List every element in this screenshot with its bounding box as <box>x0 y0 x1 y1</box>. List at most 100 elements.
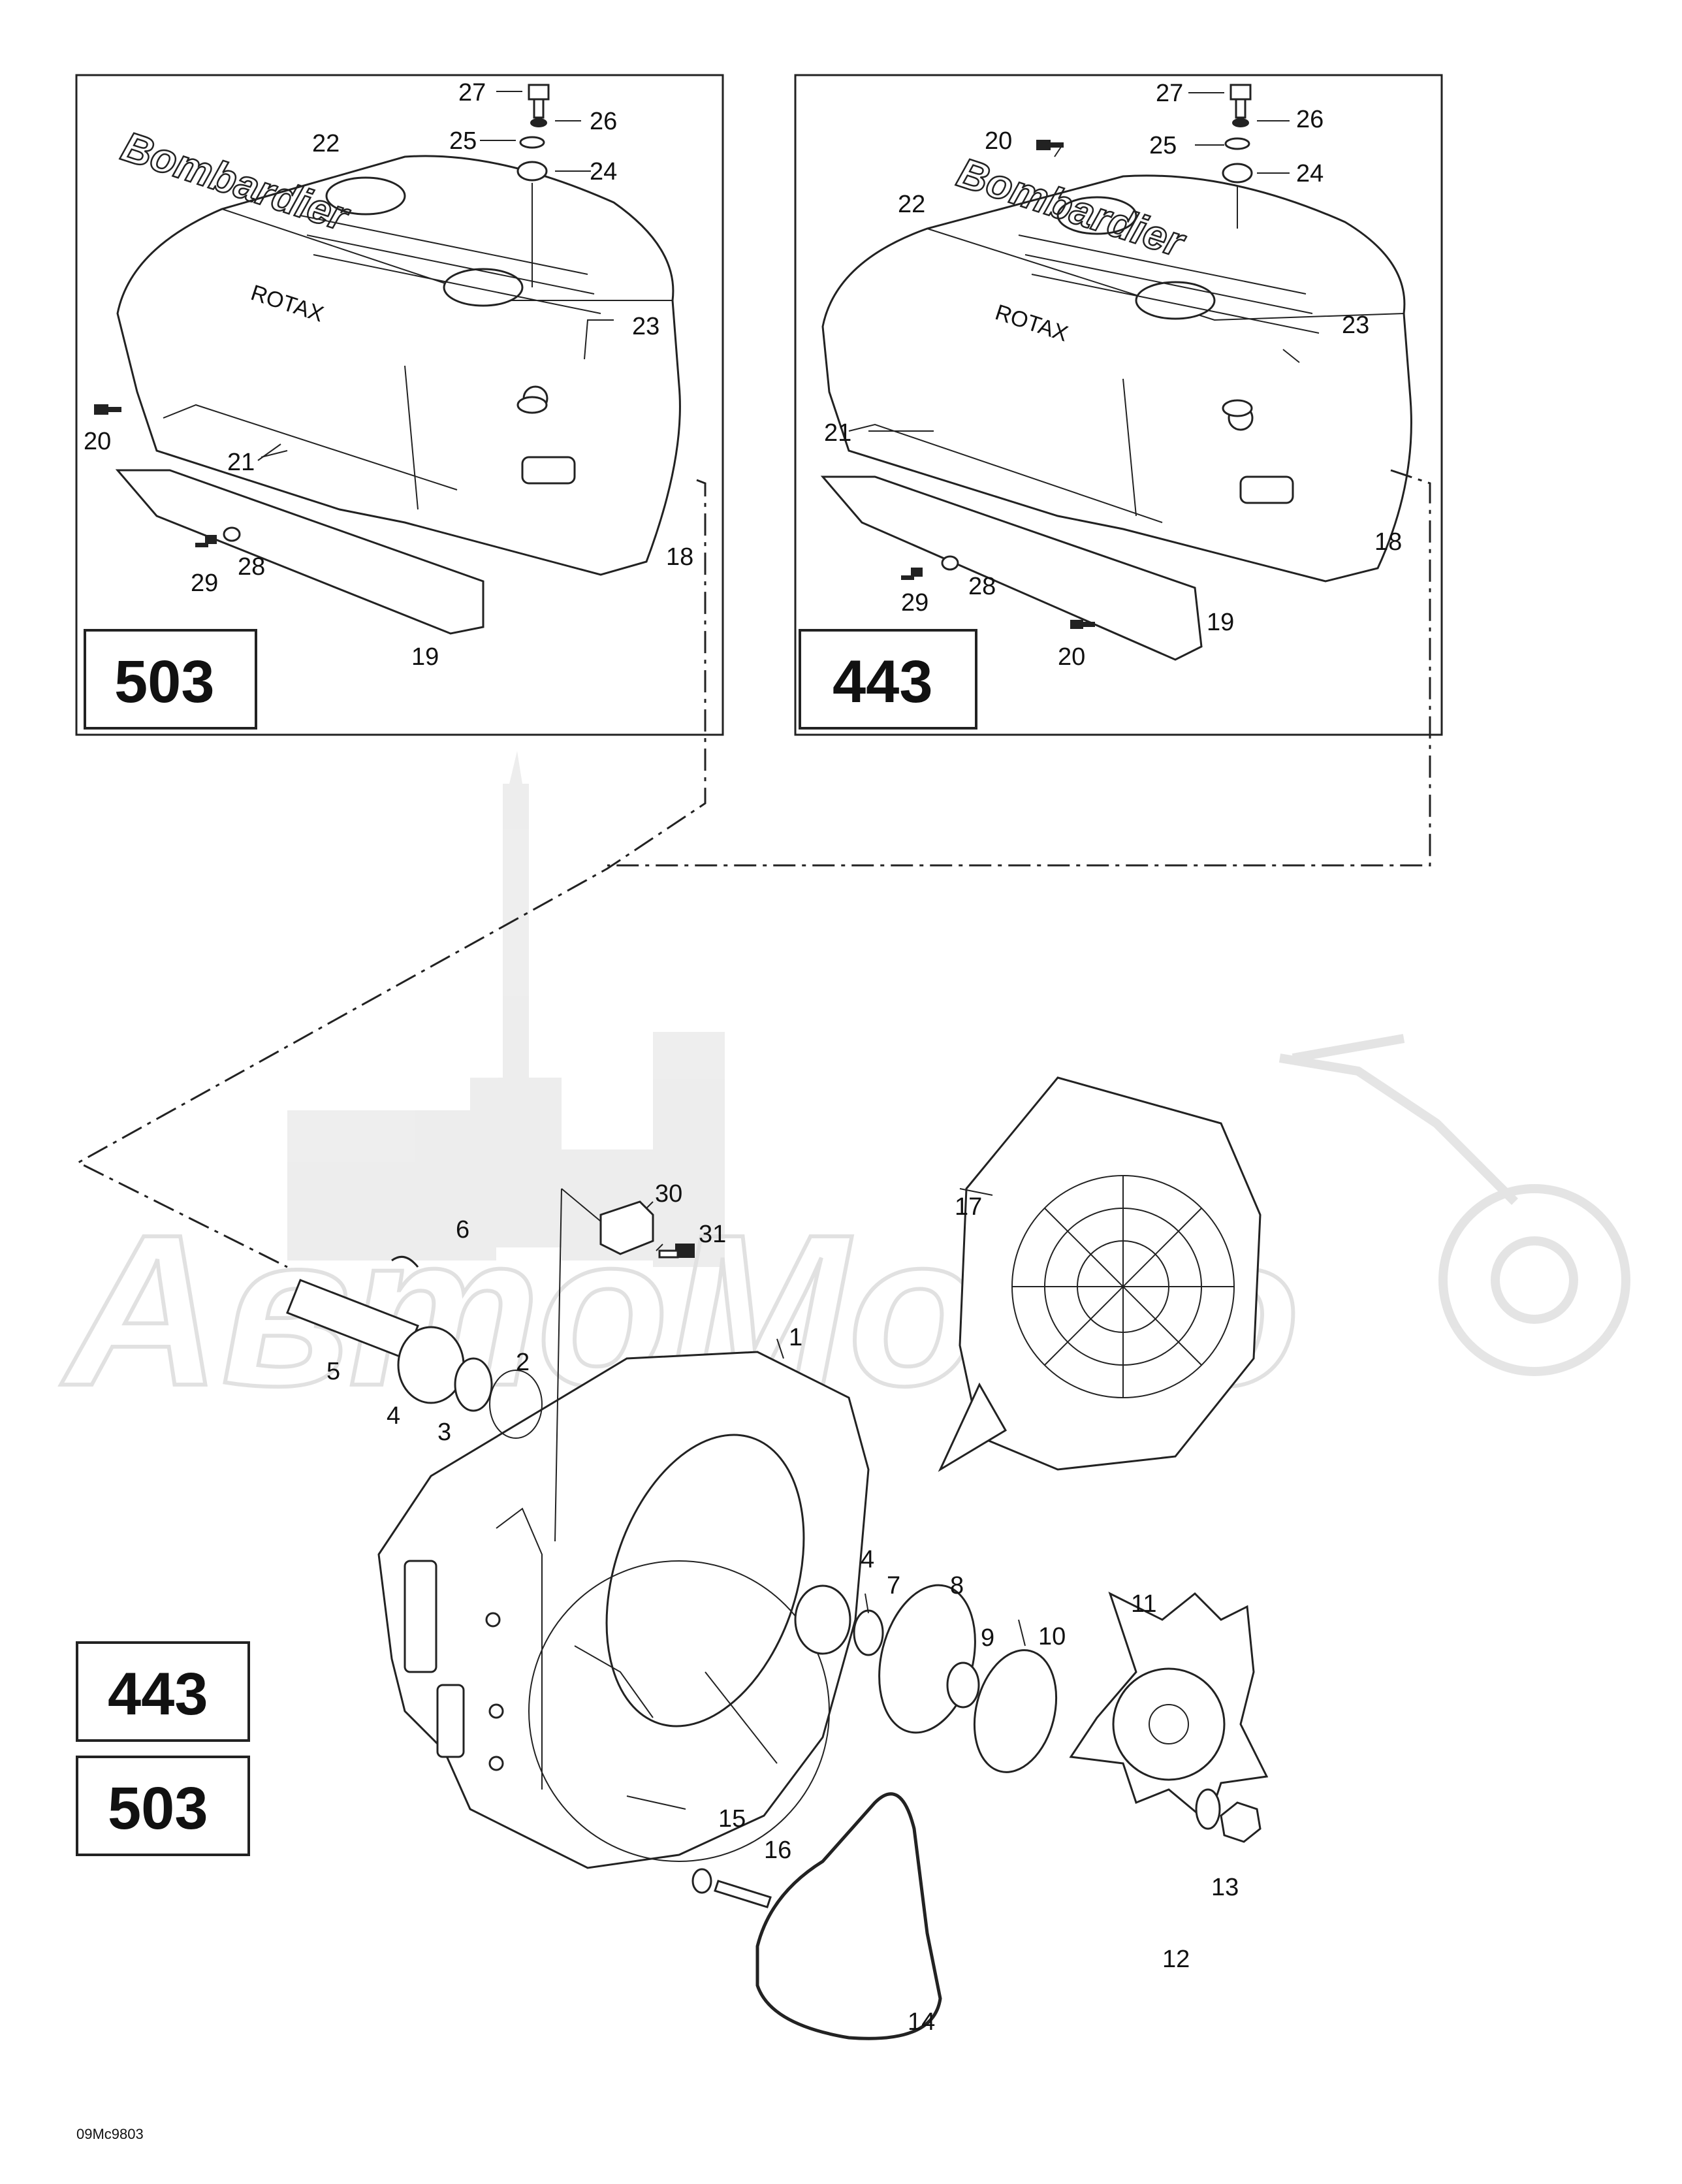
nut-13 <box>1220 1801 1262 1843</box>
callout-19: 19 <box>1207 609 1234 636</box>
watermark: АвтоМото <box>57 751 1630 1432</box>
model-label-503-bottom: 503 <box>108 1775 208 1842</box>
grommet-23 <box>516 396 548 414</box>
callout-23: 23 <box>632 313 659 340</box>
washer-25 <box>1224 137 1250 150</box>
screw-20-bottom <box>1070 620 1095 629</box>
drawing-code: 09Mc9803 <box>76 2126 144 2142</box>
bolt-16 <box>714 1880 772 1908</box>
callout-24: 24 <box>590 158 617 185</box>
callout-9: 9 <box>981 1624 994 1652</box>
callout-18: 18 <box>1374 528 1402 556</box>
screw-29 <box>901 568 923 580</box>
washer-26 <box>1232 118 1249 127</box>
callout-5: 5 <box>326 1358 340 1385</box>
callout-23: 23 <box>1342 312 1369 339</box>
bearing-4 <box>397 1326 465 1404</box>
engine-cowl-drawing <box>820 174 1412 661</box>
ring-3 <box>454 1357 493 1412</box>
callout-8: 8 <box>950 1572 964 1599</box>
fan-assembly-drawing <box>377 1351 870 1869</box>
callout-18: 18 <box>666 543 693 571</box>
fan-cover-17 <box>938 1076 1262 1472</box>
model-label-443-top: 443 <box>833 649 933 715</box>
callout-3: 3 <box>437 1419 451 1446</box>
callout-27: 27 <box>1156 80 1183 107</box>
washer-28 <box>941 555 959 571</box>
callout-20: 20 <box>985 127 1012 155</box>
model-box-443-top <box>799 629 977 730</box>
callout-22: 22 <box>898 191 925 218</box>
spacer-7 <box>853 1609 884 1656</box>
grommet-24 <box>516 161 548 182</box>
callout-20: 20 <box>84 428 111 455</box>
callout-29: 29 <box>901 589 928 617</box>
callout-31: 31 <box>699 1221 726 1248</box>
callout-27: 27 <box>458 79 486 106</box>
callout-20b: 20 <box>1058 643 1085 671</box>
model-box-503-bottom <box>76 1756 250 1856</box>
washer-28 <box>223 526 241 542</box>
callouts-top-left: 27 26 25 24 22 23 20 21 29 28 18 19 <box>84 79 693 671</box>
callout-26: 26 <box>590 108 617 135</box>
model-label-443-bottom: 443 <box>108 1661 208 1727</box>
bracket-30 <box>599 1200 654 1255</box>
callout-16: 16 <box>764 1837 791 1864</box>
callout-4: 4 <box>387 1402 400 1430</box>
callouts-bottom: 30 31 6 17 1 2 5 4 3 4 7 8 9 10 11 15 16… <box>326 1180 1239 2036</box>
callout-10: 10 <box>1038 1623 1066 1650</box>
callout-4b: 4 <box>861 1546 874 1573</box>
callout-24: 24 <box>1296 160 1324 187</box>
screw-20 <box>94 404 121 415</box>
washer-15 <box>691 1868 712 1894</box>
callout-30: 30 <box>655 1180 682 1208</box>
screw-29 <box>195 535 217 547</box>
model-box-503-top <box>84 629 257 730</box>
callout-19: 19 <box>411 643 439 671</box>
callout-26: 26 <box>1296 106 1324 133</box>
callout-15: 15 <box>718 1805 746 1833</box>
drive-belt-14 <box>755 1792 942 2040</box>
bearing-4-right <box>794 1584 851 1655</box>
callout-6: 6 <box>456 1216 469 1244</box>
callout-29: 29 <box>191 570 218 597</box>
callout-21: 21 <box>824 419 851 447</box>
fastener-27 <box>1230 84 1252 119</box>
callout-13: 13 <box>1211 1874 1239 1901</box>
callouts-top-right: 27 26 20 25 24 22 23 21 18 29 28 19 20 <box>824 80 1402 671</box>
screw-20-top <box>1036 140 1064 150</box>
callout-22: 22 <box>312 130 340 157</box>
washer-26 <box>530 118 547 127</box>
callout-21: 21 <box>227 449 255 476</box>
key-6 <box>391 1255 419 1268</box>
callout-25: 25 <box>1149 132 1177 159</box>
connector-line-443 <box>607 469 1431 867</box>
callout-1: 1 <box>789 1324 802 1351</box>
fan-11 <box>1069 1592 1269 1824</box>
panel-503-top-left: Bombardier ROTAX 27 26 25 24 22 23 20 21… <box>75 74 724 736</box>
panel-frame <box>794 74 1443 736</box>
spacer-9 <box>946 1662 980 1709</box>
connector-line-503 <box>76 479 706 1268</box>
engine-cowl-drawing <box>115 155 681 635</box>
callout-14: 14 <box>908 2008 935 2036</box>
fastener-27 <box>528 84 550 119</box>
callout-28: 28 <box>238 553 265 581</box>
circlip-2 <box>489 1370 543 1439</box>
callout-11: 11 <box>1131 1590 1156 1618</box>
callout-17: 17 <box>955 1193 982 1221</box>
washer-13 <box>1195 1788 1221 1830</box>
panel-443-top-right: Bombardier ROTAX 27 26 20 25 24 22 23 21… <box>794 74 1443 736</box>
callout-7: 7 <box>887 1572 900 1599</box>
pulley-half-10 <box>973 1649 1058 1773</box>
panel-frame <box>75 74 724 736</box>
bolt-31 <box>658 1244 695 1259</box>
callout-28: 28 <box>968 573 996 600</box>
model-label-503-top: 503 <box>114 649 215 715</box>
pulley-half-8 <box>878 1584 976 1734</box>
model-box-443-bottom <box>76 1641 250 1742</box>
grommet-24 <box>1222 163 1253 184</box>
callout-12: 12 <box>1162 1946 1190 1973</box>
washer-25 <box>519 136 545 149</box>
